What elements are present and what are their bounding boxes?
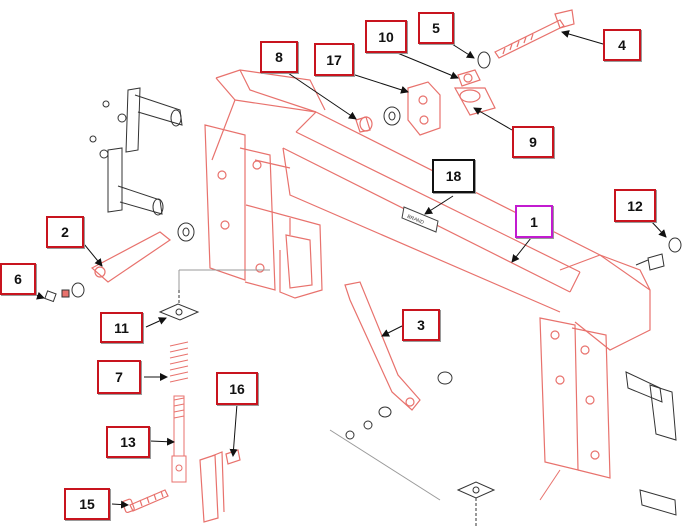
callout-5[interactable]: 5 (418, 12, 454, 44)
callout-17[interactable]: 17 (314, 43, 354, 76)
callout-1[interactable]: 1 (515, 205, 553, 238)
callout-10[interactable]: 10 (365, 20, 407, 53)
lower-right-hardware (329, 371, 677, 527)
callout-16[interactable]: 16 (216, 372, 258, 405)
callout-15[interactable]: 15 (64, 488, 110, 520)
spring-assembly (158, 269, 270, 483)
bolt-4 (494, 9, 575, 59)
top-pivot-parts (355, 69, 481, 136)
bolt-15 (122, 489, 169, 514)
callout-11[interactable]: 11 (100, 312, 143, 343)
callout-2[interactable]: 2 (46, 216, 84, 248)
callout-9[interactable]: 9 (512, 126, 554, 158)
callout-18[interactable]: 18 (432, 159, 475, 193)
callout-12[interactable]: 12 (614, 189, 656, 222)
callout-4[interactable]: 4 (603, 29, 641, 61)
callout-6[interactable]: 6 (0, 263, 36, 295)
brand-decal: BRAND (401, 206, 439, 233)
clevis-16 (199, 449, 241, 523)
arm-3 (344, 281, 421, 411)
callout-3[interactable]: 3 (402, 309, 440, 341)
main-frame (204, 69, 651, 479)
callout-13[interactable]: 13 (106, 426, 150, 458)
arm-2 (90, 231, 172, 283)
callout-7[interactable]: 7 (97, 360, 141, 394)
callout-8[interactable]: 8 (260, 41, 298, 73)
left-pivot-hardware (89, 87, 183, 216)
washers (44, 51, 682, 440)
